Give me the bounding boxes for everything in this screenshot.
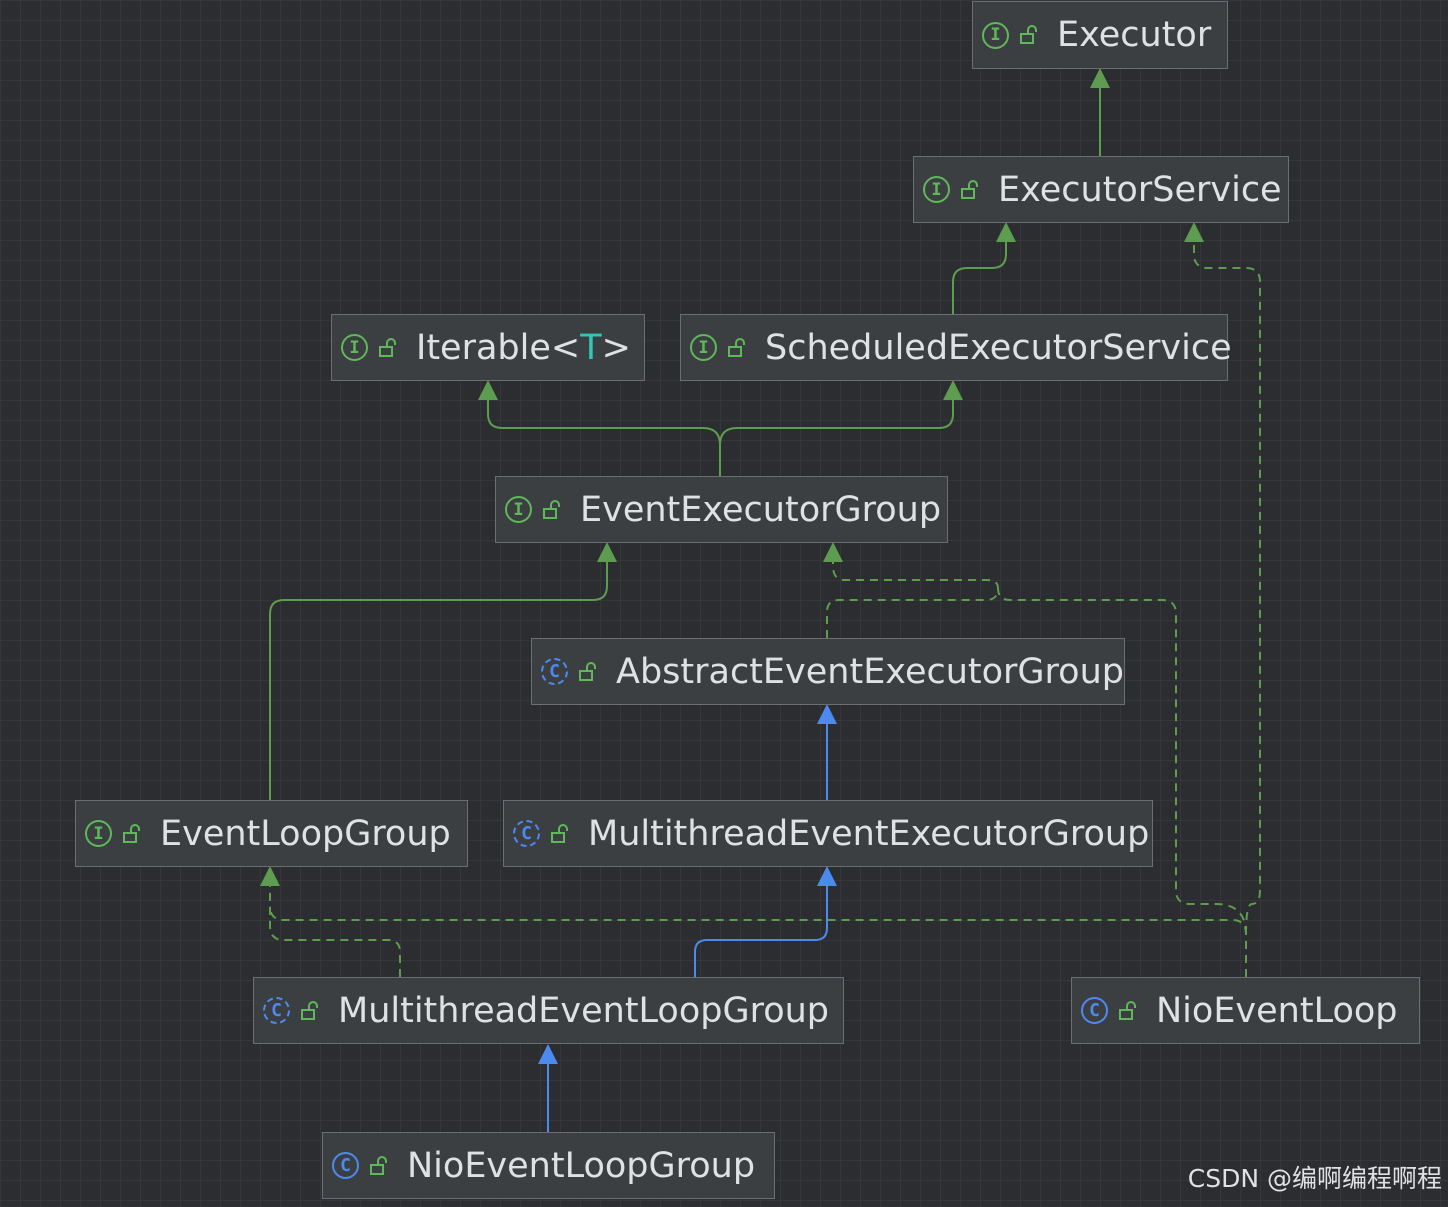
node-event-executor-group[interactable]: I EventExecutorGroup bbox=[495, 476, 948, 543]
unlock-icon bbox=[123, 823, 140, 843]
interface-icon: I bbox=[85, 820, 112, 847]
interface-icon: I bbox=[690, 334, 717, 361]
class-icon: C bbox=[332, 1152, 359, 1179]
iterable-name-text: Iterable bbox=[416, 327, 551, 368]
unlock-icon bbox=[543, 499, 560, 519]
unlock-icon bbox=[579, 661, 596, 681]
unlock-icon bbox=[728, 337, 745, 357]
arrowhead bbox=[823, 542, 843, 562]
interface-icon: I bbox=[505, 496, 532, 523]
node-executor-service-name: ExecutorService bbox=[998, 169, 1282, 210]
unlock-icon bbox=[379, 337, 396, 357]
node-event-executor-group-name: EventExecutorGroup bbox=[580, 489, 942, 530]
node-event-loop-group[interactable]: I EventLoopGroup bbox=[75, 800, 468, 867]
node-executor[interactable]: I Executor bbox=[972, 1, 1228, 69]
interface-icon: I bbox=[341, 334, 368, 361]
unlock-icon bbox=[301, 1000, 318, 1020]
abstract-class-icon: C bbox=[513, 820, 540, 847]
unlock-icon bbox=[370, 1155, 387, 1175]
node-abstract-event-executor-group[interactable]: C AbstractEventExecutorGroup bbox=[531, 638, 1125, 705]
final-class-icon: C bbox=[1081, 997, 1108, 1024]
node-nio-event-loop-group[interactable]: C NioEventLoopGroup bbox=[322, 1132, 775, 1199]
interface-icon: I bbox=[923, 176, 950, 203]
node-nio-event-loop-name: NioEventLoop bbox=[1156, 990, 1398, 1031]
arrowhead bbox=[1184, 222, 1204, 242]
abstract-class-icon: C bbox=[541, 658, 568, 685]
arrowhead bbox=[260, 866, 280, 886]
node-multithread-event-loop-group[interactable]: C MultithreadEventLoopGroup bbox=[253, 977, 844, 1044]
interface-icon: I bbox=[982, 21, 1009, 49]
edge-nioeventloop-to-eventloopgroup bbox=[269, 905, 1247, 977]
edge-multithreadloop-to-eventloopgroup bbox=[269, 886, 401, 977]
node-event-loop-group-name: EventLoopGroup bbox=[160, 813, 451, 854]
generic-type-param: T bbox=[580, 327, 602, 368]
unlock-icon bbox=[1119, 1000, 1136, 1020]
edge-nioeventloop-to-eventexecutorgroup bbox=[997, 587, 1247, 935]
arrowhead bbox=[817, 704, 837, 724]
unlock-icon bbox=[551, 823, 568, 843]
node-iterable-name: Iterable<T> bbox=[416, 327, 631, 368]
node-executor-name: Executor bbox=[1057, 15, 1212, 55]
node-multithread-event-executor-group-name: MultithreadEventExecutorGroup bbox=[588, 813, 1150, 854]
node-nio-event-loop[interactable]: C NioEventLoop bbox=[1071, 977, 1420, 1044]
edge-eventloopgroup-to-eventexecutorgroup bbox=[269, 562, 608, 800]
csdn-watermark: CSDN @编啊编程啊程 bbox=[1187, 1164, 1442, 1193]
node-multithread-event-loop-group-name: MultithreadEventLoopGroup bbox=[338, 990, 830, 1031]
arrowhead bbox=[478, 380, 498, 400]
edge-nioeventloop-to-executorservice bbox=[1193, 242, 1261, 935]
edge-eventexecutorgroup-to-scheduled bbox=[719, 400, 954, 446]
edge-scheduled-to-executorservice bbox=[952, 240, 1007, 314]
arrowhead bbox=[1090, 68, 1110, 88]
arrowhead bbox=[943, 380, 963, 400]
edge-multithreadloop-to-multithreadexecutor bbox=[694, 886, 828, 977]
node-multithread-event-executor-group[interactable]: C MultithreadEventExecutorGroup bbox=[503, 800, 1153, 867]
unlock-icon bbox=[1020, 25, 1037, 44]
abstract-class-icon: C bbox=[263, 997, 290, 1024]
arrowhead bbox=[597, 542, 617, 562]
node-scheduled-executor-service-name: ScheduledExecutorService bbox=[765, 327, 1232, 368]
edge-abstract-to-eventexecutorgroup bbox=[826, 562, 1000, 638]
node-abstract-event-executor-group-name: AbstractEventExecutorGroup bbox=[616, 651, 1124, 692]
node-nio-event-loop-group-name: NioEventLoopGroup bbox=[407, 1145, 756, 1186]
arrowhead bbox=[996, 222, 1016, 242]
unlock-icon bbox=[961, 179, 978, 199]
node-executor-service[interactable]: I ExecutorService bbox=[913, 156, 1289, 223]
edge-eventexecutorgroup-to-iterable bbox=[487, 400, 721, 476]
arrowhead bbox=[538, 1044, 558, 1064]
node-scheduled-executor-service[interactable]: I ScheduledExecutorService bbox=[680, 314, 1232, 381]
node-iterable[interactable]: I Iterable<T> bbox=[331, 314, 645, 381]
arrowhead bbox=[817, 866, 837, 886]
